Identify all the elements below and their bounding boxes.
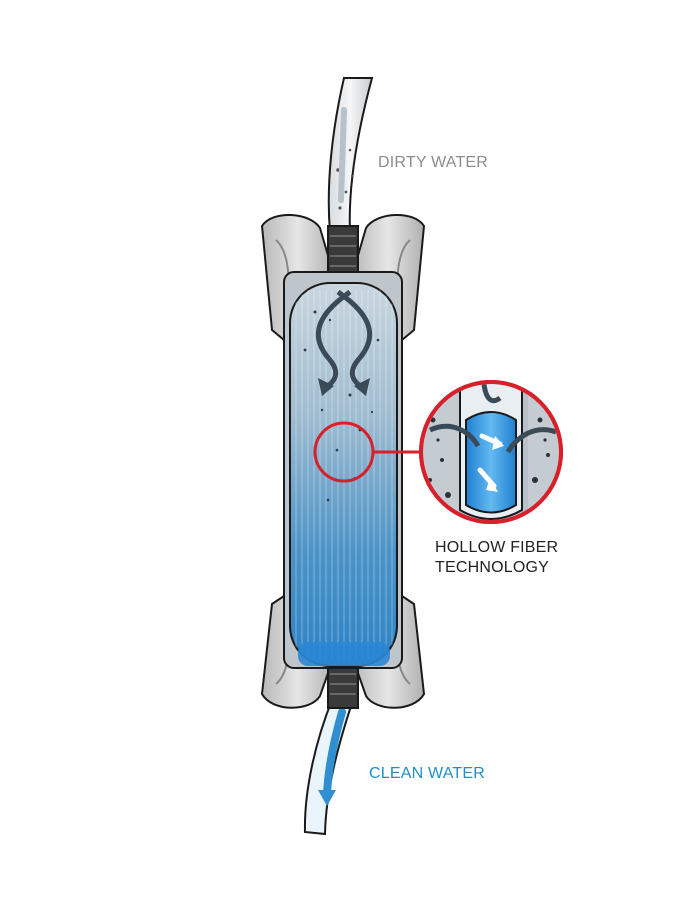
curved-arrow-icon — [336, 289, 373, 391]
filter-cartridge — [289, 282, 398, 667]
clean-water-label: CLEAN WATER — [369, 765, 485, 782]
dirty-water-label: DIRTY WATER — [378, 154, 489, 171]
outlet-tube — [303, 699, 355, 836]
hollow-fiber-label-line1: HOLLOW FIBER — [435, 539, 559, 556]
down-arrow-icon — [318, 790, 336, 806]
hollow-fiber-label-line2: TECHNOLOGY — [435, 559, 550, 576]
hollow-fiber-label: HOLLOW FIBER TECHNOLOGY — [435, 538, 558, 578]
curved-arrow-icon — [315, 289, 352, 391]
inlet-tube — [327, 77, 374, 233]
